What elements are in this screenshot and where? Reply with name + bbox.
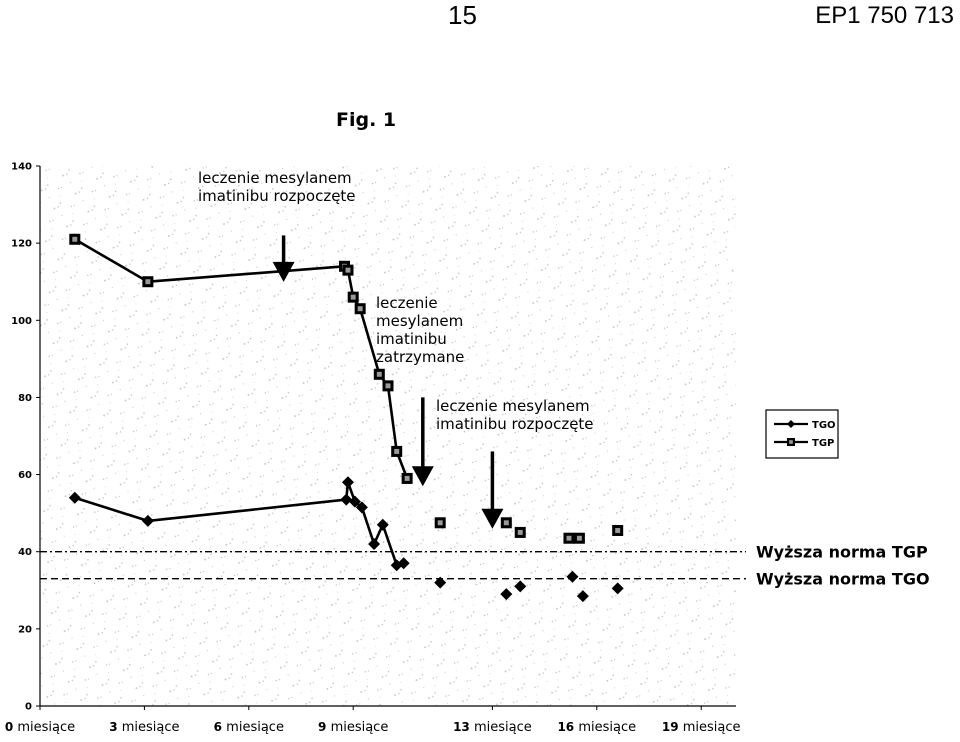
tgp-point [401, 472, 413, 484]
x-tick-label: 3 miesiące [109, 720, 179, 735]
tgp-point [391, 445, 403, 457]
legend-label: TGO [812, 420, 836, 431]
tgo-point [68, 491, 81, 504]
x-tick-label: 19 miesiące [662, 720, 741, 735]
tgp-point [373, 368, 385, 380]
legend-label: TGP [812, 438, 834, 449]
tgp-point [382, 380, 394, 392]
x-tick-label: 9 miesiące [318, 720, 388, 735]
tgp-point [573, 532, 585, 544]
tgo-point [376, 518, 389, 531]
tgo-point [787, 420, 795, 428]
plot-area [40, 166, 736, 706]
tgo-point [141, 514, 154, 527]
tgo-point [566, 570, 579, 583]
figure-title: Fig. 1 [336, 109, 396, 131]
annotation-arrow [481, 451, 504, 529]
tgo-point [514, 580, 527, 593]
tgo-point [611, 582, 624, 595]
tgo-line [74, 480, 405, 567]
axes: 0 20 40 60 80 100 120 140 0 miesiące 3 miesiące 6 … [5, 162, 741, 736]
y-tick-label: 140 [11, 162, 32, 173]
y-tick-label: 100 [11, 316, 32, 327]
legend-box [765, 409, 839, 459]
tgp-point [347, 291, 359, 303]
tgo-point [576, 590, 589, 603]
page-number: 15 [448, 0, 477, 30]
y-tick-label: 20 [18, 624, 32, 635]
x-tick-label: 13 miesiące [453, 720, 532, 735]
tgp-point [69, 233, 81, 245]
x-tick-label: 16 miesiące [557, 720, 636, 735]
tgo-point [500, 588, 513, 601]
x-tick-label: 6 miesiące [214, 720, 284, 735]
tgp-point [500, 517, 512, 529]
y-tick-label: 40 [18, 547, 32, 558]
reference-line-label: Wyższa norma TGO [756, 570, 930, 589]
tgp-point [342, 264, 354, 276]
y-tick-label: 80 [18, 393, 32, 404]
tgp-point [787, 438, 795, 446]
tgp-point [514, 526, 526, 538]
annotation-arrow [411, 397, 434, 487]
tgp-point [434, 517, 446, 529]
reference-line-label: Wyższa norma TGP [756, 543, 928, 562]
tgp-point [563, 532, 575, 544]
tgo-point [355, 501, 368, 514]
y-tick-label: 60 [18, 470, 32, 481]
tgo-point [341, 476, 354, 489]
x-tick-label: 0 miesiące [5, 720, 75, 735]
y-tick-label: 120 [11, 239, 32, 250]
y-tick-label: 0 [25, 702, 32, 713]
tgp-point [612, 525, 624, 536]
tgp-point [354, 303, 366, 315]
tgo-point [340, 493, 353, 506]
tgo-point [368, 538, 381, 550]
patent-number: EP1 750 713 [815, 2, 954, 29]
data-series [68, 233, 624, 603]
tgo-point [434, 576, 447, 589]
tgp-line [74, 238, 409, 479]
legend: TGO TGP [765, 409, 839, 459]
tgo-point [397, 557, 410, 570]
annotation-arrow [272, 235, 295, 282]
reference-lines: Wyższa norma TGP Wyższa norma TGO [40, 543, 930, 589]
tgo-point [348, 495, 361, 508]
tgp-point [142, 276, 154, 288]
